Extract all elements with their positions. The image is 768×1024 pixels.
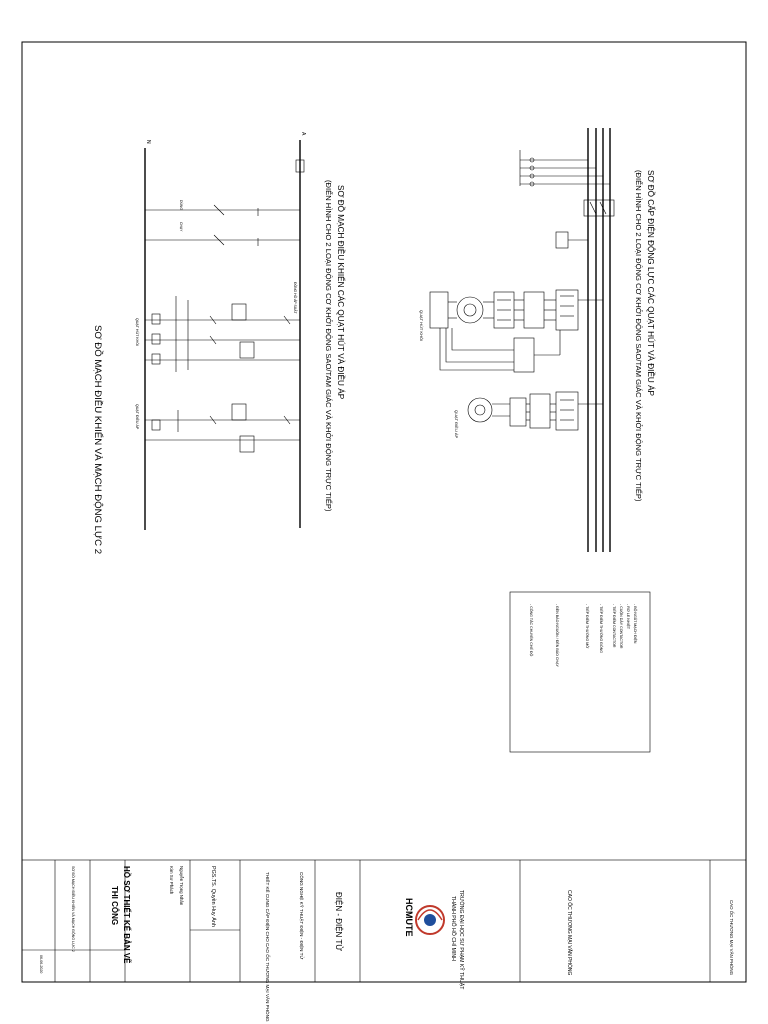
legend-item: - ĐÈN BÁO NGUỒN / ĐÈN BÁO CHẠY [555, 604, 560, 668]
power-diagram: QUẠT HÚT KHÓI QUẠT ĐIỀU ÁP [419, 128, 615, 552]
project-name: CAO ỐC THƯƠNG MẠI VĂN PHÒNG [566, 890, 573, 976]
thesis-title: THIẾT KẾ CUNG CẤP ĐIỆN CHO CAO ỐC THƯƠNG… [265, 872, 272, 1022]
student-2: Kim Sơ Phách [169, 866, 174, 895]
power-fan2-label: QUẠT ĐIỀU ÁP [454, 410, 459, 438]
drawing-name: SƠ ĐỒ MẠCH ĐIỀU KHIỂN VÀ MẠCH ĐỘNG LỰC 2 [71, 866, 76, 952]
major: CÔNG NGHỆ KỸ THUẬT ĐIỆN - ĐIỆN TỬ [299, 872, 306, 959]
control-diagram: A N QUẠT HÚT KHÓI QUẠT ĐIỀU [135, 132, 306, 530]
legend-item: - TIẾP ĐIỂM CONTACTOR [612, 604, 617, 648]
legend-item: - CUỘN DÂY CONTACTOR [619, 604, 624, 649]
control-subtitle: (ĐIỂN HÌNH CHO 2 LOẠI ĐỘNG CƠ KHỞI ĐỘNG … [324, 180, 334, 512]
legend-item: - TIẾP ĐIỂM THƯỜNG MỞ [585, 604, 590, 648]
student-1: Nguyễn Trọng Nhân [179, 866, 184, 906]
title-block: CAO ỐC THƯƠNG MẠI VĂN PHÒNG CAO ỐC THƯƠN… [21, 859, 747, 1022]
power-fan1-label: QUẠT HÚT KHÓI [419, 310, 424, 341]
control-fan2-label: QUẠT ĐIỀU ÁP [135, 404, 140, 430]
hcmute-logo [415, 905, 445, 935]
legend-item: - TIẾP ĐIỂM THƯỜNG ĐÓNG [599, 604, 604, 653]
logo-text: HCMUTE [404, 898, 414, 937]
control-fan1-label: QUẠT HÚT KHÓI [135, 318, 140, 346]
advisor: PGS.TS. Quyền Huy Ánh [210, 866, 217, 927]
faculty: ĐIỆN - ĐIỆN TỬ [334, 892, 343, 951]
legend: - BỘ NGẮT MẠCH ĐIỆN - RƠ LE NHIỆT - CUỘN… [529, 604, 638, 668]
legend-item: - CÔNG TẮC CHUYỂN CHẾ ĐỘ [529, 604, 534, 656]
legend-item: - RƠ LE NHIỆT [626, 604, 631, 630]
date: 06-06-2020 [39, 955, 43, 973]
pressure-switch-label: ĐỒNG HỒ ÁP SUẤT [293, 282, 298, 314]
legend-box [509, 591, 651, 753]
power-title: SƠ ĐỒ CẤP ĐIỆN ĐỘNG LỰC CÁC QUẠT HÚT VÀ … [646, 170, 657, 397]
legend-item: - BỘ NGẮT MẠCH ĐIỆN [633, 604, 638, 644]
control-title: SƠ ĐỒ MẠCH ĐIỀU KHIỂN CÁC QUẠT HÚT VÀ ĐI… [336, 185, 347, 400]
run-label: DÙNG [179, 200, 184, 210]
stop-label: CHẠY [179, 222, 183, 232]
school-name-1: TRƯỜNG ĐẠI HỌC SƯ PHẠM KỸ THUẬT [458, 890, 465, 990]
power-subtitle: (ĐIỂN HÌNH CHO 2 LOẠI ĐỘNG CƠ KHỞI ĐỘNG … [634, 170, 644, 502]
phase-label: A [300, 132, 306, 136]
header-project: CAO ỐC THƯƠNG MẠI VĂN PHÒNG [729, 900, 734, 976]
doc-type-2: THI CÔNG [110, 886, 119, 925]
doc-type-1: HỒ SƠ THIẾT KẾ BẢN VẼ [122, 866, 132, 964]
school-name-2: THÀNH PHỐ HỒ CHÍ MINH [450, 896, 457, 961]
sheet-caption: SƠ ĐỒ MẠCH ĐIỀU KHIỂN VÀ MẠCH ĐỘNG LỰC 2 [92, 325, 104, 554]
neutral-label: N [145, 140, 151, 144]
